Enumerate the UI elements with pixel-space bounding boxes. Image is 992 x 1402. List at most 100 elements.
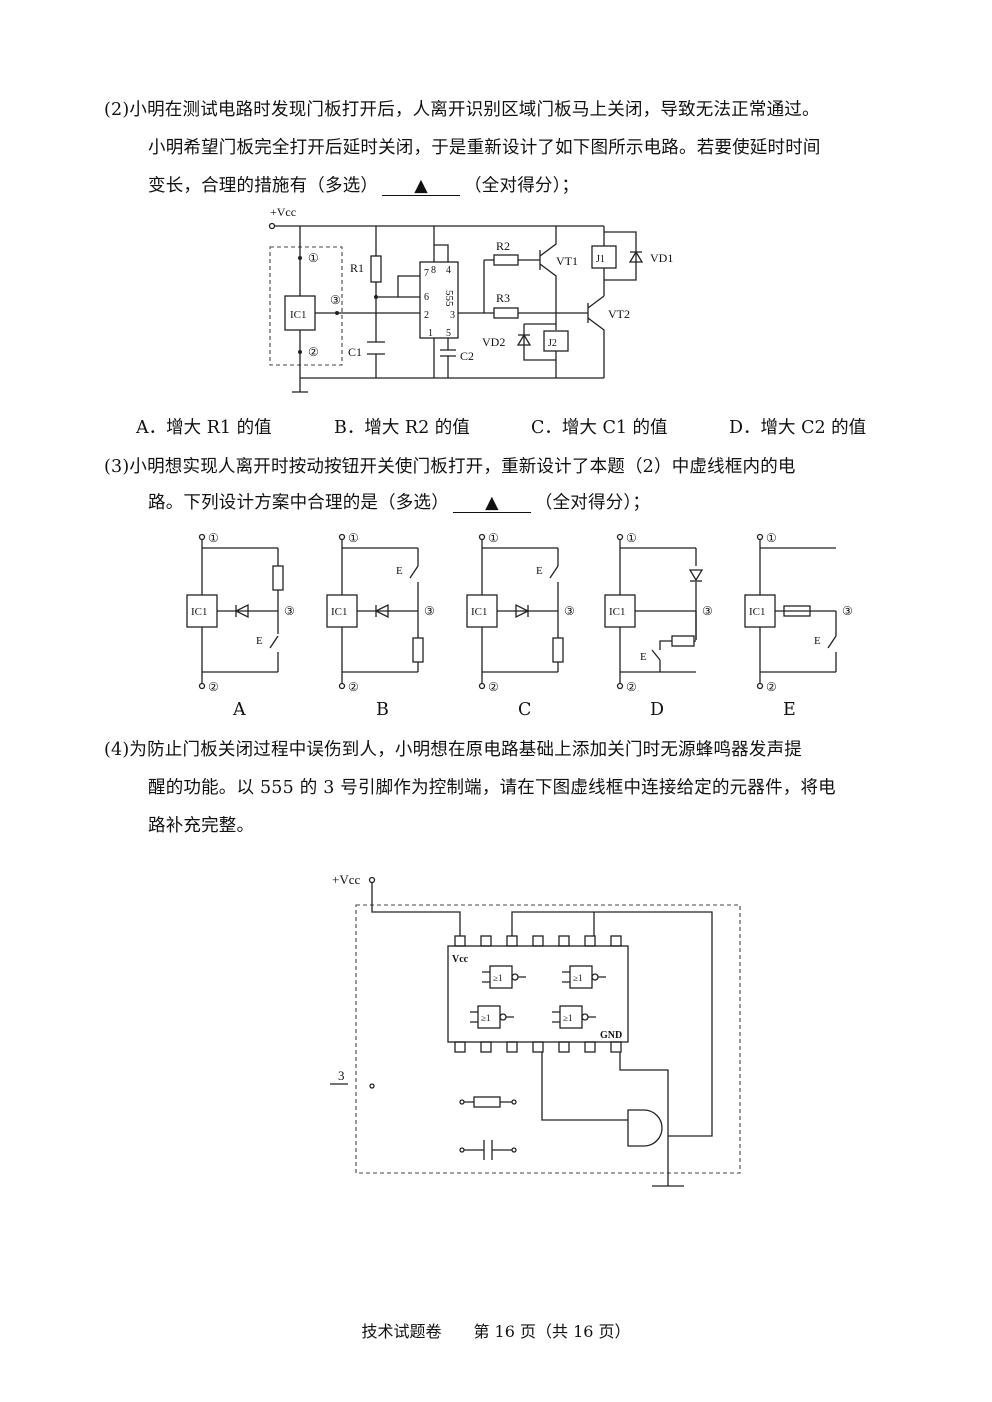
chip-pin-bottom[interactable] [610, 1041, 622, 1053]
chip-pin-top[interactable] [532, 935, 544, 947]
input-3-label: 3 [338, 1068, 345, 1083]
c1-label: C1 [348, 345, 362, 359]
chip-pin-top[interactable] [506, 935, 518, 947]
sub-switch-label: E [256, 635, 263, 647]
footer-title: 技术试题卷 [361, 1322, 442, 1341]
q4-line2: 醒的功能。以 555 的 3 号引脚作为控制端，请在下图虚线框中连接给定的元器件… [148, 778, 836, 798]
pin-6: 6 [424, 292, 429, 303]
q2-line3-pre: 变长，合理的措施有（多选） [148, 176, 379, 196]
q2-line2: 小明希望门板完全打开后延时关闭，于是重新设计了如下图所示电路。若要使延时时间 [148, 138, 821, 158]
circuit1-delay-circuit: +Vcc ① ② IC1 ③ R1 C1 7 8 4 6 2 [268, 205, 673, 393]
q3-answer-blank[interactable]: ▲ [452, 494, 531, 513]
pin-8: 8 [431, 265, 436, 276]
q3-option-d-label: D [650, 700, 665, 720]
sub-node-1: ① [766, 531, 777, 545]
sub-switch-label: E [536, 565, 543, 577]
q2-option-d: D．增大 C2 的值 [729, 418, 867, 438]
q3-line2: 路。下列设计方案中合理的是（多选）▲（全对得分）； [148, 491, 650, 515]
vd1-label: VD1 [650, 251, 673, 265]
chip-pin-top[interactable] [454, 935, 466, 947]
ic-555 [419, 261, 459, 339]
loose-capacitor-terminal-left[interactable] [459, 1147, 465, 1153]
loose-resistor-terminal-left[interactable] [459, 1099, 465, 1105]
loose-capacitor-terminal-right[interactable] [511, 1147, 517, 1153]
q2-answer-blank[interactable]: ▲ [382, 177, 461, 196]
r1-label: R1 [350, 261, 364, 275]
chip-pin-bottom[interactable] [584, 1041, 596, 1053]
sub-node-2: ② [626, 680, 637, 694]
pin-7: 7 [424, 268, 429, 279]
ic1-label: IC1 [290, 309, 307, 321]
circuit1-vcc-label: +Vcc [270, 205, 296, 219]
sub-node-3: ③ [702, 604, 713, 618]
chip-pin-top[interactable] [480, 935, 492, 947]
sub-ic1-label: IC1 [609, 606, 626, 618]
q2-line1: (2)小明在测试电路时发现门板打开后，人离开识别区域门板马上关闭，导致无法正常通… [104, 100, 820, 120]
sub-node-2: ② [208, 680, 219, 694]
sub-ic1-label: IC1 [749, 606, 766, 618]
circuit3-vcc-label: +Vcc [332, 872, 360, 887]
sub-ic1-label: IC1 [471, 606, 488, 618]
chip-pin-bottom[interactable] [480, 1041, 492, 1053]
chip-pin-bottom[interactable] [454, 1041, 466, 1053]
pin-3: 3 [450, 310, 455, 321]
sub-node-3: ③ [284, 604, 295, 618]
sub-circuit-e: IC1 ① ② ③ E [744, 531, 853, 694]
circuit3-buzzer-circuit: +Vcc Vcc GND ≥1≥1≥1≥1 3 [330, 872, 741, 1187]
chip-pin-bottom[interactable] [558, 1041, 570, 1053]
sub-node-3: ③ [424, 604, 435, 618]
sub-node-1: ① [348, 531, 359, 545]
sub-switch-label: E [396, 565, 403, 577]
q3-line1: (3)小明想实现人离开时按动按钮开关使门板打开，重新设计了本题（2）中虚线框内的… [104, 457, 796, 477]
j1-label: J1 [596, 254, 605, 265]
sub-node-2: ② [766, 680, 777, 694]
q3-line2-post: （全对得分）； [534, 493, 651, 513]
c2-label: C2 [460, 349, 474, 363]
q4-line1: (4)为防止门板关闭过程中误伤到人，小明想在原电路基础上添加关门时无源蜂鸣器发声… [104, 740, 802, 760]
chip-pin-top[interactable] [610, 935, 622, 947]
node-3-label: ③ [330, 293, 341, 307]
chip-pin-bottom[interactable] [532, 1041, 544, 1053]
q2-line3-post: （全对得分）； [464, 176, 580, 196]
sub-node-3: ③ [564, 604, 575, 618]
loose-resistor[interactable] [473, 1096, 501, 1108]
chip-vcc-label: Vcc [452, 954, 469, 965]
sub-node-1: ① [208, 531, 219, 545]
gate-symbol: ≥1 [573, 973, 582, 983]
chip-pin-bottom[interactable] [506, 1041, 518, 1053]
sub-node-2: ② [348, 680, 359, 694]
sub-node-1: ① [626, 531, 637, 545]
pin-1: 1 [428, 328, 433, 339]
chip-pin-top[interactable] [584, 935, 596, 947]
vt2-label: VT2 [608, 307, 630, 321]
node-2-label: ② [308, 345, 319, 359]
dashed-box-buzzer [355, 904, 741, 1174]
sub-node-1: ① [488, 531, 499, 545]
loose-resistor-terminal-right[interactable] [511, 1099, 517, 1105]
q3-option-c-label: C [518, 700, 532, 720]
q2-option-b: B．增大 R2 的值 [334, 418, 470, 438]
pin-4: 4 [446, 265, 451, 276]
sub-switch-label: E [640, 651, 647, 663]
q2-line3: 变长，合理的措施有（多选）▲（全对得分）； [148, 174, 579, 198]
gate-symbol: ≥1 [481, 1013, 490, 1023]
gate-symbol: ≥1 [493, 973, 502, 983]
sub-resistor [783, 605, 811, 617]
pin-5: 5 [446, 328, 451, 339]
r1-resistor [370, 255, 382, 283]
input-3-terminal[interactable] [369, 1083, 375, 1089]
vt2-transistor [587, 295, 605, 378]
vcc-terminal [268, 222, 276, 230]
q3-option-b-label: B [376, 700, 389, 720]
q3-option-e-label: E [783, 700, 796, 720]
sub-node-3: ③ [842, 604, 853, 618]
sub-switch-label: E [814, 635, 821, 647]
r3-label: R3 [496, 291, 510, 305]
q2-option-c: C．增大 C1 的值 [531, 418, 668, 438]
chip-gnd-label: GND [600, 1030, 622, 1041]
chip-pin-top[interactable] [558, 935, 570, 947]
